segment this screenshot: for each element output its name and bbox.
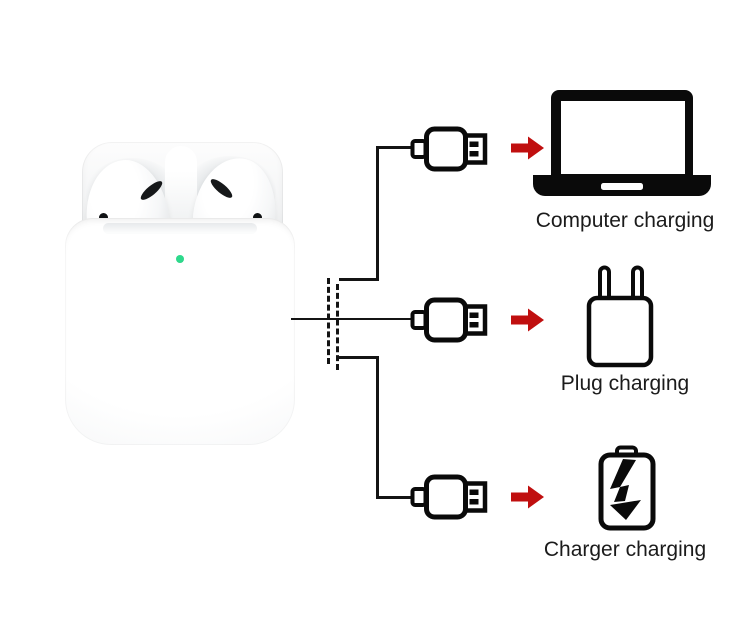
usb-connector-icon [410,297,488,343]
cable-branch-top [376,146,414,149]
usb-connector-icon [410,474,488,520]
earbud-mic-dot [253,213,262,222]
cable-break-dash [336,284,339,370]
method-label: Charger charging [543,538,707,561]
status-led [176,255,184,263]
cable-line-main [291,318,413,320]
laptop-icon [533,90,711,196]
earbud-mic-dot [99,213,108,222]
case-lid-slot [103,223,257,234]
usb-connector-icon [410,126,488,172]
power-plug-icon [586,265,654,368]
cable-branch-bottom [376,356,379,499]
cable-branch-top [339,278,379,281]
method-label: Computer charging [535,209,715,232]
lid-hinge [165,146,197,230]
cable-branch-bottom [376,496,414,499]
arrow-right-icon [511,308,544,332]
case-body [65,218,295,445]
cable-break-dash [327,278,330,364]
arrow-right-icon [511,136,544,160]
lightning-bolt-icon [610,459,641,520]
method-label: Plug charging [560,372,690,395]
arrow-right-icon [511,485,544,509]
cable-branch-bottom [339,356,379,359]
cable-branch-top [376,146,379,281]
battery-charging-icon [598,445,656,531]
